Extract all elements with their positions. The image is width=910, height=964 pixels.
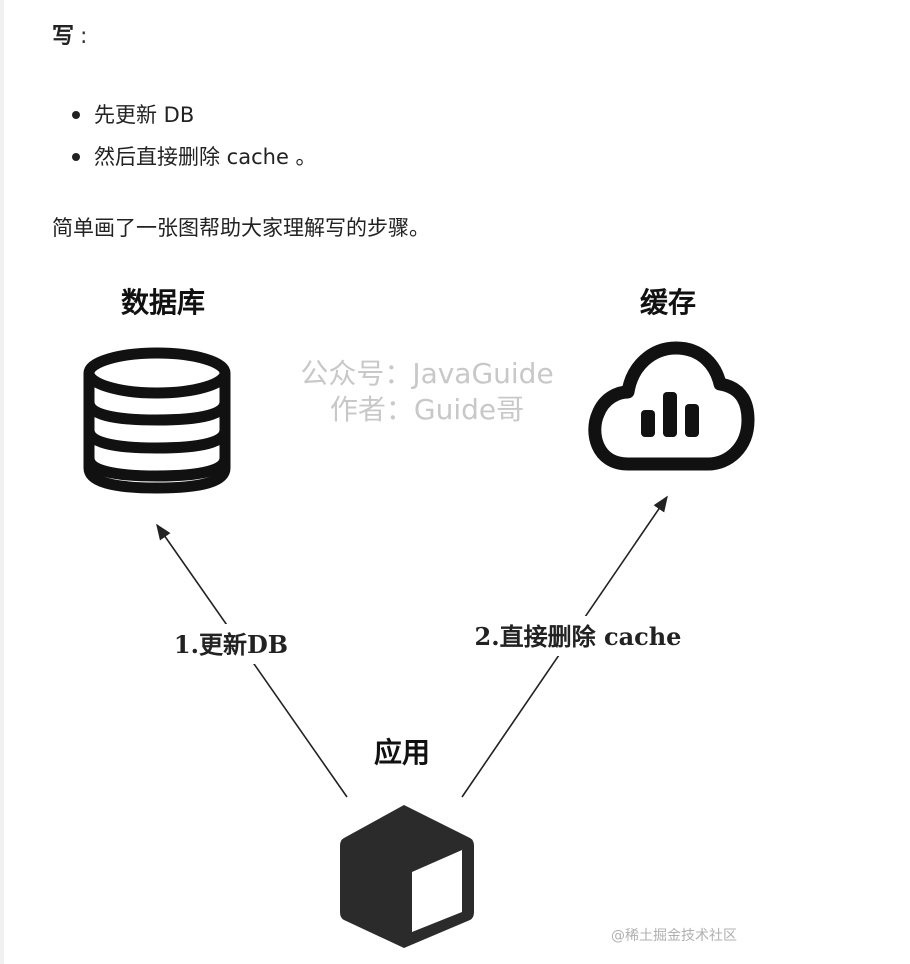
watermark-line1: 公众号：JavaGuide: [300, 357, 553, 390]
app-cube-icon: [340, 805, 474, 948]
heading-colon: :: [80, 24, 88, 49]
cache-label: 缓存: [640, 286, 696, 319]
cloud-cache-icon: [588, 341, 755, 471]
db-label: 数据库: [121, 286, 205, 319]
heading-bold: 写: [52, 24, 75, 49]
watermark-line2: 作者：Guide哥: [330, 393, 524, 426]
step1-label: 1.更新DB: [174, 630, 288, 659]
step2-label: 2.直接删除 cache: [475, 622, 682, 651]
intro-paragraph: 简单画了一张图帮助大家理解写的步骤。: [52, 216, 430, 240]
credit-watermark: @稀土掘金技术社区: [611, 928, 737, 944]
list-item: 然后直接删除 cache 。: [72, 136, 317, 178]
section-heading: 写:: [52, 22, 87, 52]
app-label: 应用: [374, 736, 430, 769]
steps-list: 先更新 DB 然后直接删除 cache 。: [72, 94, 317, 178]
database-icon: [83, 347, 231, 494]
left-rule: [0, 0, 4, 964]
list-item: 先更新 DB: [72, 94, 317, 136]
